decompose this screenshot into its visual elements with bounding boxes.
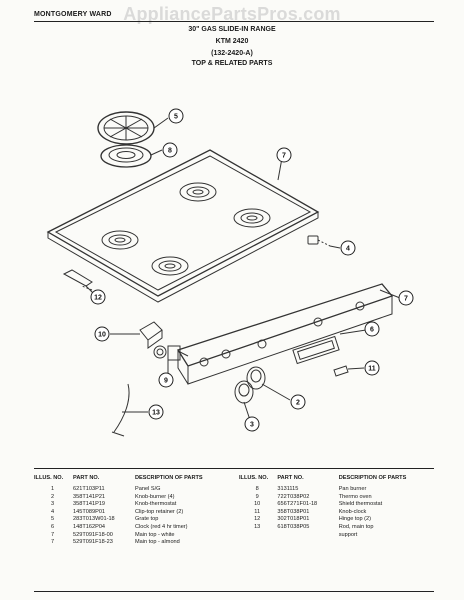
hinge-drawing: [62, 269, 93, 291]
shield-drawing: [139, 321, 163, 349]
callout-7b: 7: [404, 296, 408, 303]
header-description: DESCRIPTION OF PARTS: [338, 475, 407, 481]
bottom-rule: [34, 591, 434, 592]
watermark: AppliancePartsPros.com: [123, 4, 341, 24]
clock-knob-drawing: [333, 365, 349, 377]
callout-11: 11: [368, 366, 376, 373]
header-illus-no: ILLUS. NO.: [34, 475, 64, 481]
exploded-diagram: 5 8 7 4 12 7 6 10 11 9 2 3 13: [46, 108, 414, 437]
callout-12: 12: [94, 295, 102, 302]
parts-table-right: ILLUS. NO. PART NO. DESCRIPTION OF PARTS…: [239, 473, 434, 539]
callout-9: 9: [164, 378, 168, 385]
callout-8: 8: [168, 148, 172, 155]
parts-table-left: ILLUS. NO. PART NO. DESCRIPTION OF PARTS…: [34, 473, 232, 547]
header-illus-no: ILLUS. NO.: [239, 475, 269, 481]
parts-table: ILLUS. NO. PART NO. DESCRIPTION OF PARTS…: [34, 468, 434, 545]
callout-10: 10: [98, 332, 106, 339]
header-description: DESCRIPTION OF PARTS: [135, 475, 203, 481]
control-panel-drawing: [177, 283, 394, 385]
table-row: support: [338, 531, 358, 538]
callout-3: 3: [250, 422, 254, 429]
knob-drawings: [234, 366, 266, 404]
header-part-no: PART NO.: [277, 475, 304, 481]
table-header-row: ILLUS. NO. PART NO. DESCRIPTION OF PARTS: [34, 473, 232, 486]
brand-header: MONTGOMERY WARD: [34, 11, 112, 18]
title-model-code: (132-2420-A): [211, 50, 253, 57]
title-section: TOP & RELATED PARTS: [191, 60, 273, 67]
title-model-type: 30" GAS SLIDE-IN RANGE: [188, 26, 276, 33]
callout-4: 4: [346, 246, 350, 253]
thermostat-drawing: [153, 345, 189, 361]
table-header-row: ILLUS. NO. PART NO. DESCRIPTION OF PARTS: [239, 473, 434, 486]
callout-13: 13: [152, 410, 160, 417]
main-top-drawing: [46, 149, 320, 303]
support-rod-drawing: [113, 383, 130, 433]
grate-drawing: [97, 111, 155, 145]
pan-burner-drawing: [100, 144, 152, 168]
title-model-number: KTM 2420: [215, 38, 249, 45]
callout-6: 6: [370, 327, 374, 334]
top-rule: [34, 21, 434, 22]
callout-7: 7: [282, 153, 286, 160]
callout-2: 2: [296, 400, 300, 407]
callout-5: 5: [174, 114, 178, 121]
header-part-no: PART NO.: [73, 475, 100, 481]
clip-drawing: [307, 235, 331, 247]
